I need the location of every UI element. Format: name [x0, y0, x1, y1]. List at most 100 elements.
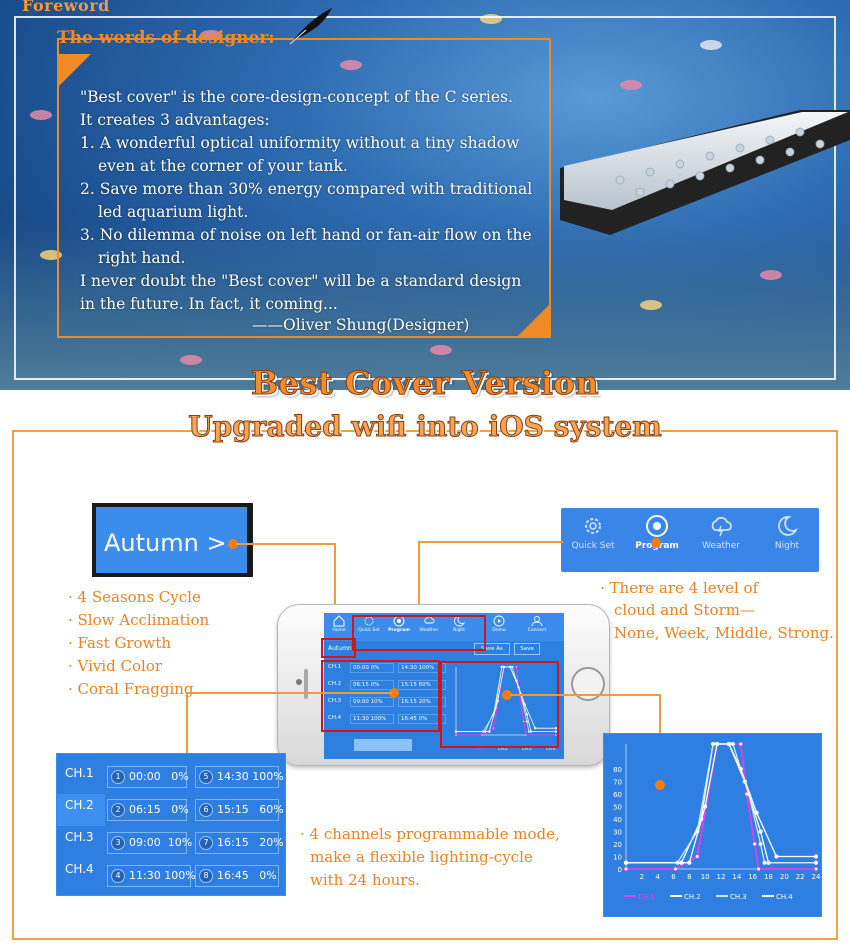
mini-point-cell[interactable]: 09:00 10%	[350, 697, 394, 707]
quote-line: I never doubt the "Best cover" will be a…	[80, 272, 522, 290]
quote-line: "Best cover" is the core-design-concept …	[80, 88, 513, 106]
save-button[interactable]: Save	[514, 643, 540, 655]
x-tick-label: 10	[701, 873, 710, 881]
mini-tab-connect[interactable]: Connect	[524, 615, 550, 633]
data-point	[480, 733, 484, 737]
data-point	[515, 679, 518, 682]
mini-tab-home[interactable]: Home	[326, 615, 352, 633]
point-number-badge: 6	[199, 803, 213, 817]
y-tick-label: 10	[613, 854, 622, 862]
callout-dot	[655, 780, 665, 790]
mini-tab-quick-set[interactable]: Quick Set	[356, 615, 382, 633]
mini-tab-bar: Home Quick Set Program Weather Night Dem…	[324, 613, 564, 641]
x-tick-label: 14	[732, 873, 741, 881]
point-percent: 100%	[164, 869, 196, 882]
mini-apply-bar[interactable]	[354, 739, 412, 751]
callout-line	[186, 692, 392, 694]
highlight-chart	[440, 661, 559, 748]
data-point	[533, 726, 537, 730]
legend-label: CH.2	[498, 746, 508, 751]
channel-label[interactable]: CH.1	[65, 766, 94, 780]
data-point	[756, 866, 761, 872]
mini-channel-row: CH.1 00:00 0% 14:30 100%	[328, 661, 448, 675]
data-point	[527, 730, 531, 733]
point-percent: 10%	[167, 836, 193, 849]
led-light-fixture-image	[560, 110, 850, 235]
point-percent: 60%	[259, 803, 284, 816]
channel-label[interactable]: CH.3	[65, 830, 94, 844]
legend-label: CH.4	[546, 746, 556, 751]
series-line-ch3	[626, 743, 816, 864]
play-icon	[493, 615, 505, 627]
data-point	[738, 741, 743, 747]
mini-season-button[interactable]: Autumn	[328, 645, 352, 652]
time-point-cell[interactable]: 6 15:15 60%	[195, 799, 284, 821]
point-percent: 0%	[259, 869, 277, 882]
tab-quick-set[interactable]: Quick Set	[561, 514, 625, 551]
tab-night[interactable]: Night	[755, 514, 819, 551]
mini-channel-row: CH.4 11:30 100% 16:45 0%	[328, 712, 448, 726]
data-point	[730, 741, 735, 747]
data-point	[774, 854, 779, 859]
data-point	[623, 860, 629, 865]
y-tick-label: 40	[613, 816, 622, 824]
mini-tab-label: Weather	[419, 628, 439, 633]
main-title: Best Cover Version	[251, 364, 600, 403]
data-point	[813, 866, 819, 872]
phone-camera	[296, 679, 302, 685]
callout-line	[510, 694, 660, 696]
quote-line: even at the corner of your tank.	[98, 157, 348, 175]
data-point	[508, 665, 512, 669]
quote-line: led aquarium light.	[98, 203, 249, 221]
x-tick-label: 24	[812, 873, 821, 881]
mini-point-cell[interactable]: 14:30 100%	[398, 663, 446, 673]
mini-tab-label: Home	[332, 628, 346, 633]
y-tick-label: 20	[613, 841, 622, 849]
data-point	[492, 726, 495, 730]
point-percent: 0%	[171, 803, 189, 816]
callout-dot	[389, 688, 399, 698]
mini-point-cell[interactable]: 15:15 60%	[398, 680, 446, 690]
mini-point-cell[interactable]: 16:15 20%	[398, 697, 446, 707]
mini-tab-weather[interactable]: Weather	[416, 615, 442, 633]
mini-point-cell[interactable]: 00:00 0%	[350, 663, 394, 673]
feature-item: · Coral Fragging	[68, 680, 194, 698]
channel-label[interactable]: CH.2	[65, 798, 94, 812]
legend-label: CH.1	[638, 893, 655, 901]
point-time: 06:15	[129, 803, 161, 816]
tab-weather[interactable]: Weather	[689, 514, 753, 551]
mini-point-cell[interactable]: 06:15 0%	[350, 680, 394, 690]
mini-point-cell[interactable]: 16:45 0%	[398, 714, 446, 724]
mini-point-cell[interactable]: 11:30 100%	[350, 714, 394, 724]
x-tick-label: 4	[655, 873, 660, 881]
x-tick-label: 12	[717, 873, 726, 881]
data-point	[523, 703, 526, 706]
channel-label[interactable]: CH.4	[65, 862, 94, 876]
mini-tab-demo[interactable]: Demo	[486, 615, 512, 633]
season-button[interactable]: Autumn >	[104, 529, 227, 557]
data-point	[726, 741, 732, 747]
point-number-badge: 7	[199, 836, 213, 850]
point-time: 15:15	[217, 803, 249, 816]
fish-icon	[760, 270, 782, 280]
highlight-tabs	[352, 615, 486, 651]
quote-line: right hand.	[98, 249, 186, 267]
weather-note-line: None, Week, Middle, Strong.	[614, 624, 834, 642]
data-point	[522, 720, 525, 723]
y-tick-label: 0	[618, 866, 622, 874]
mini-tab-night[interactable]: Night	[446, 615, 472, 633]
data-point	[496, 699, 499, 703]
gear-icon	[364, 616, 374, 626]
cloud-lightning-icon	[424, 616, 435, 624]
point-time: 16:15	[217, 836, 249, 849]
series-line-ch1	[626, 743, 816, 870]
data-point	[813, 860, 819, 865]
data-point	[752, 841, 757, 847]
